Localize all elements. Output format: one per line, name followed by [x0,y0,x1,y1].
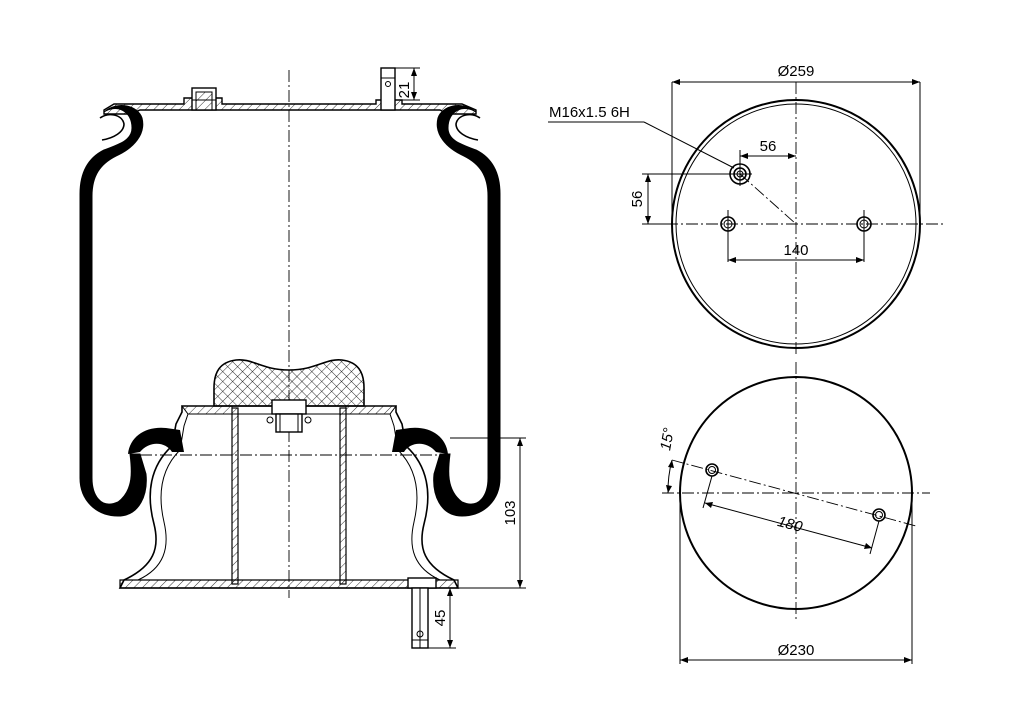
dimension-stud-top: 21 [395,67,420,101]
lower-bead-right [392,427,448,454]
bottom-hole-left [705,463,719,477]
dimension-56x-label: 56 [760,138,777,155]
dimension-angle-label: 15° [657,427,678,452]
bottom-view: 180 15° Ø230 [657,362,930,664]
mounting-hole-right [856,210,872,262]
dimension-230-label: Ø230 [778,642,815,659]
top-plate [103,97,477,115]
dimension-103-label: 103 [502,500,519,525]
rubber-bellow-right [433,104,501,517]
dimension-offset-x: 56 [739,138,796,162]
dimension-top-diameter: Ø259 [671,63,921,224]
top-right-stud [376,67,402,111]
dimension-180-label: 180 [776,513,805,536]
top-left-nut [191,87,217,111]
rubber-bellow-left [79,104,147,517]
dimension-21-label: 21 [396,82,413,99]
mounting-hole-left [720,210,736,262]
dimension-offset-y: 56 [629,173,730,225]
dimension-bolt-spacing-top: 140 [728,242,864,263]
dimension-140-label: 140 [783,242,808,259]
dimension-height: 103 [450,437,526,589]
thread-label: M16x1.5 6H [549,104,630,121]
dimension-bolt-spacing-bottom: 180 [702,475,880,555]
bottom-stud [407,577,437,649]
dimension-259-label: Ø259 [778,63,815,80]
piston [118,405,460,589]
dimension-stud-bottom: 45 [428,587,456,649]
dimension-45-label: 45 [432,610,449,627]
dimension-angle: 15° [657,427,678,494]
lower-bead-left [128,427,184,454]
dimension-56y-label: 56 [629,191,646,208]
top-view: Ø259 M16x1.5 6H 56 56 [548,63,946,356]
dimension-bottom-diameter: Ø230 [679,493,913,664]
bump-stop [213,359,365,433]
thread-callout: M16x1.5 6H [548,104,735,169]
side-section-view: 21 [79,67,526,649]
threaded-hole [728,162,752,186]
